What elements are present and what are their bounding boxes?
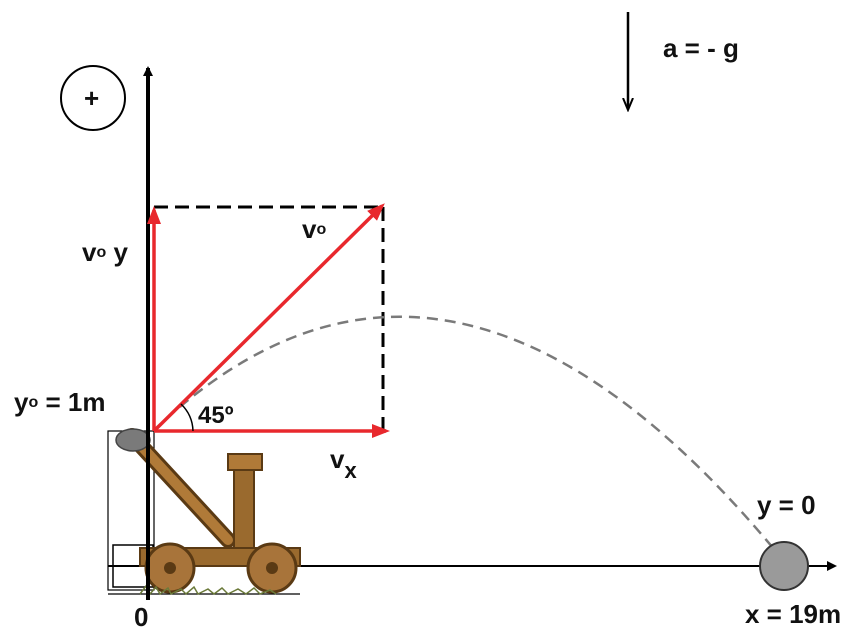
cannonball-icon (759, 541, 809, 591)
v0-vector (152, 203, 385, 433)
angle-label: 45º (198, 402, 234, 429)
positive-sign: + (84, 83, 99, 113)
angle-arc (180, 403, 194, 432)
v0y-label: vo y (82, 237, 128, 267)
y-end-label: y = 0 (757, 490, 816, 520)
x-end-label: x = 19m (745, 599, 841, 629)
trajectory-curve (152, 315, 784, 561)
x-origin-label: 0 (134, 602, 148, 632)
catapult-icon (115, 428, 301, 596)
acceleration-label: a = - g (663, 33, 739, 63)
vx-label: vx (330, 444, 357, 483)
v0-label: vo (302, 214, 326, 244)
positive-direction-icon: + (60, 65, 126, 131)
y0-label: yo = 1m (14, 387, 105, 417)
